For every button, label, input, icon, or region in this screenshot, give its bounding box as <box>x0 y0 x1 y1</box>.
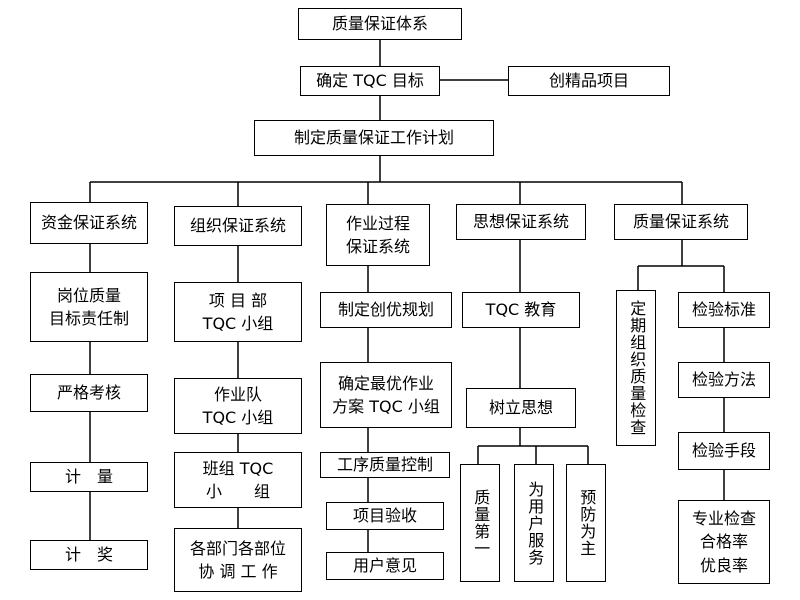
coordination-line1: 各部门各部位 <box>189 538 286 558</box>
excellence-plan-box: 制定创优规划 <box>320 292 452 328</box>
thought-system-label: 思想保证系统 <box>472 212 569 232</box>
team-tqc-line1: 作业队 <box>213 384 262 404</box>
quality-first-box: 质量第一 <box>460 464 500 582</box>
reward-box: 计 奖 <box>30 540 148 570</box>
team-tqc-line2: TQC 小组 <box>202 408 274 427</box>
quality-project-label: 创精品项目 <box>548 71 629 91</box>
serve-users-label: 为用户服务 <box>525 480 545 566</box>
quality-system-label: 质量保证系统 <box>632 212 729 232</box>
team-tqc-box: 作业队 TQC 小组 <box>174 378 302 434</box>
inspection-means-label: 检验手段 <box>691 441 756 461</box>
project-tqc-line1: 项 目 部 <box>208 290 268 310</box>
project-tqc-box: 项 目 部 TQC 小组 <box>174 282 302 342</box>
optimal-plan-line1: 确定最优作业 <box>337 373 434 393</box>
inspection-standard-label: 检验标准 <box>691 300 756 320</box>
acceptance-label: 项目验收 <box>352 506 417 526</box>
org-system-box: 组织保证系统 <box>174 206 302 246</box>
inspection-method-box: 检验方法 <box>678 362 770 398</box>
inspection-means-box: 检验手段 <box>678 432 770 470</box>
coordination-box: 各部门各部位 协 调 工 作 <box>174 528 302 592</box>
process-system-box: 作业过程 保证系统 <box>326 204 430 266</box>
periodic-inspection-box: 定期组织质量检查 <box>616 290 656 446</box>
optimal-plan-line2: 方案 TQC 小组 <box>332 397 440 416</box>
measurement-box: 计 量 <box>30 462 148 492</box>
optimal-plan-box: 确定最优作业 方案 TQC 小组 <box>320 362 452 428</box>
measurement-label: 计 量 <box>64 467 113 487</box>
quality-plan-label: 制定质量保证工作计划 <box>293 128 454 148</box>
responsibility-line1: 岗位质量 <box>56 285 121 305</box>
prevention-first-box: 预防为主 <box>566 464 606 582</box>
squad-tqc-line1: 班组 TQC <box>202 458 274 478</box>
inspection-method-label: 检验方法 <box>691 370 756 390</box>
process-system-line2: 保证系统 <box>345 237 410 256</box>
assessment-box: 严格考核 <box>30 374 148 412</box>
pass-rate-box: 专业检查 合格率 优良率 <box>678 500 770 584</box>
squad-tqc-box: 班组 TQC 小 组 <box>174 452 302 508</box>
tqc-goal-label: 确定 TQC 目标 <box>316 71 424 91</box>
reward-label: 计 奖 <box>64 545 113 565</box>
serve-users-box: 为用户服务 <box>514 464 554 582</box>
process-system-line1: 作业过程 <box>345 213 410 233</box>
user-feedback-label: 用户意见 <box>352 556 417 576</box>
org-system-label: 组织保证系统 <box>189 216 286 236</box>
quality-system-box: 质量保证系统 <box>614 204 748 240</box>
establish-thinking-label: 树立思想 <box>488 398 553 418</box>
user-feedback-box: 用户意见 <box>326 552 444 580</box>
coordination-line2: 协 调 工 作 <box>198 562 278 581</box>
periodic-inspection-label: 定期组织质量检查 <box>627 300 647 436</box>
process-control-box: 工序质量控制 <box>320 452 450 478</box>
excellence-plan-label: 制定创优规划 <box>337 300 434 320</box>
tqc-education-box: TQC 教育 <box>462 292 580 328</box>
inspection-standard-box: 检验标准 <box>678 292 770 328</box>
thought-system-box: 思想保证系统 <box>456 204 586 240</box>
process-control-label: 工序质量控制 <box>336 455 433 475</box>
responsibility-box: 岗位质量 目标责任制 <box>30 272 148 342</box>
fund-system-label: 资金保证系统 <box>40 213 137 233</box>
pass-rate-line2: 合格率 <box>699 532 748 552</box>
pass-rate-line1: 专业检查 <box>691 509 756 529</box>
pass-rate-line3: 优良率 <box>699 555 748 575</box>
quality-project-box: 创精品项目 <box>508 66 670 96</box>
responsibility-line2: 目标责任制 <box>48 309 129 328</box>
prevention-first-label: 预防为主 <box>577 489 597 557</box>
project-tqc-line2: TQC 小组 <box>202 314 274 333</box>
tqc-goal-box: 确定 TQC 目标 <box>300 66 440 96</box>
quality-assurance-system-label: 质量保证体系 <box>331 14 428 34</box>
fund-system-box: 资金保证系统 <box>30 202 148 244</box>
assessment-label: 严格考核 <box>56 383 121 403</box>
quality-first-label: 质量第一 <box>471 489 491 557</box>
tqc-education-label: TQC 教育 <box>485 300 557 320</box>
establish-thinking-box: 树立思想 <box>466 388 576 428</box>
quality-plan-box: 制定质量保证工作计划 <box>254 120 494 156</box>
acceptance-box: 项目验收 <box>326 502 444 530</box>
squad-tqc-line2: 小 组 <box>205 482 270 501</box>
quality-assurance-system-box: 质量保证体系 <box>298 8 462 40</box>
